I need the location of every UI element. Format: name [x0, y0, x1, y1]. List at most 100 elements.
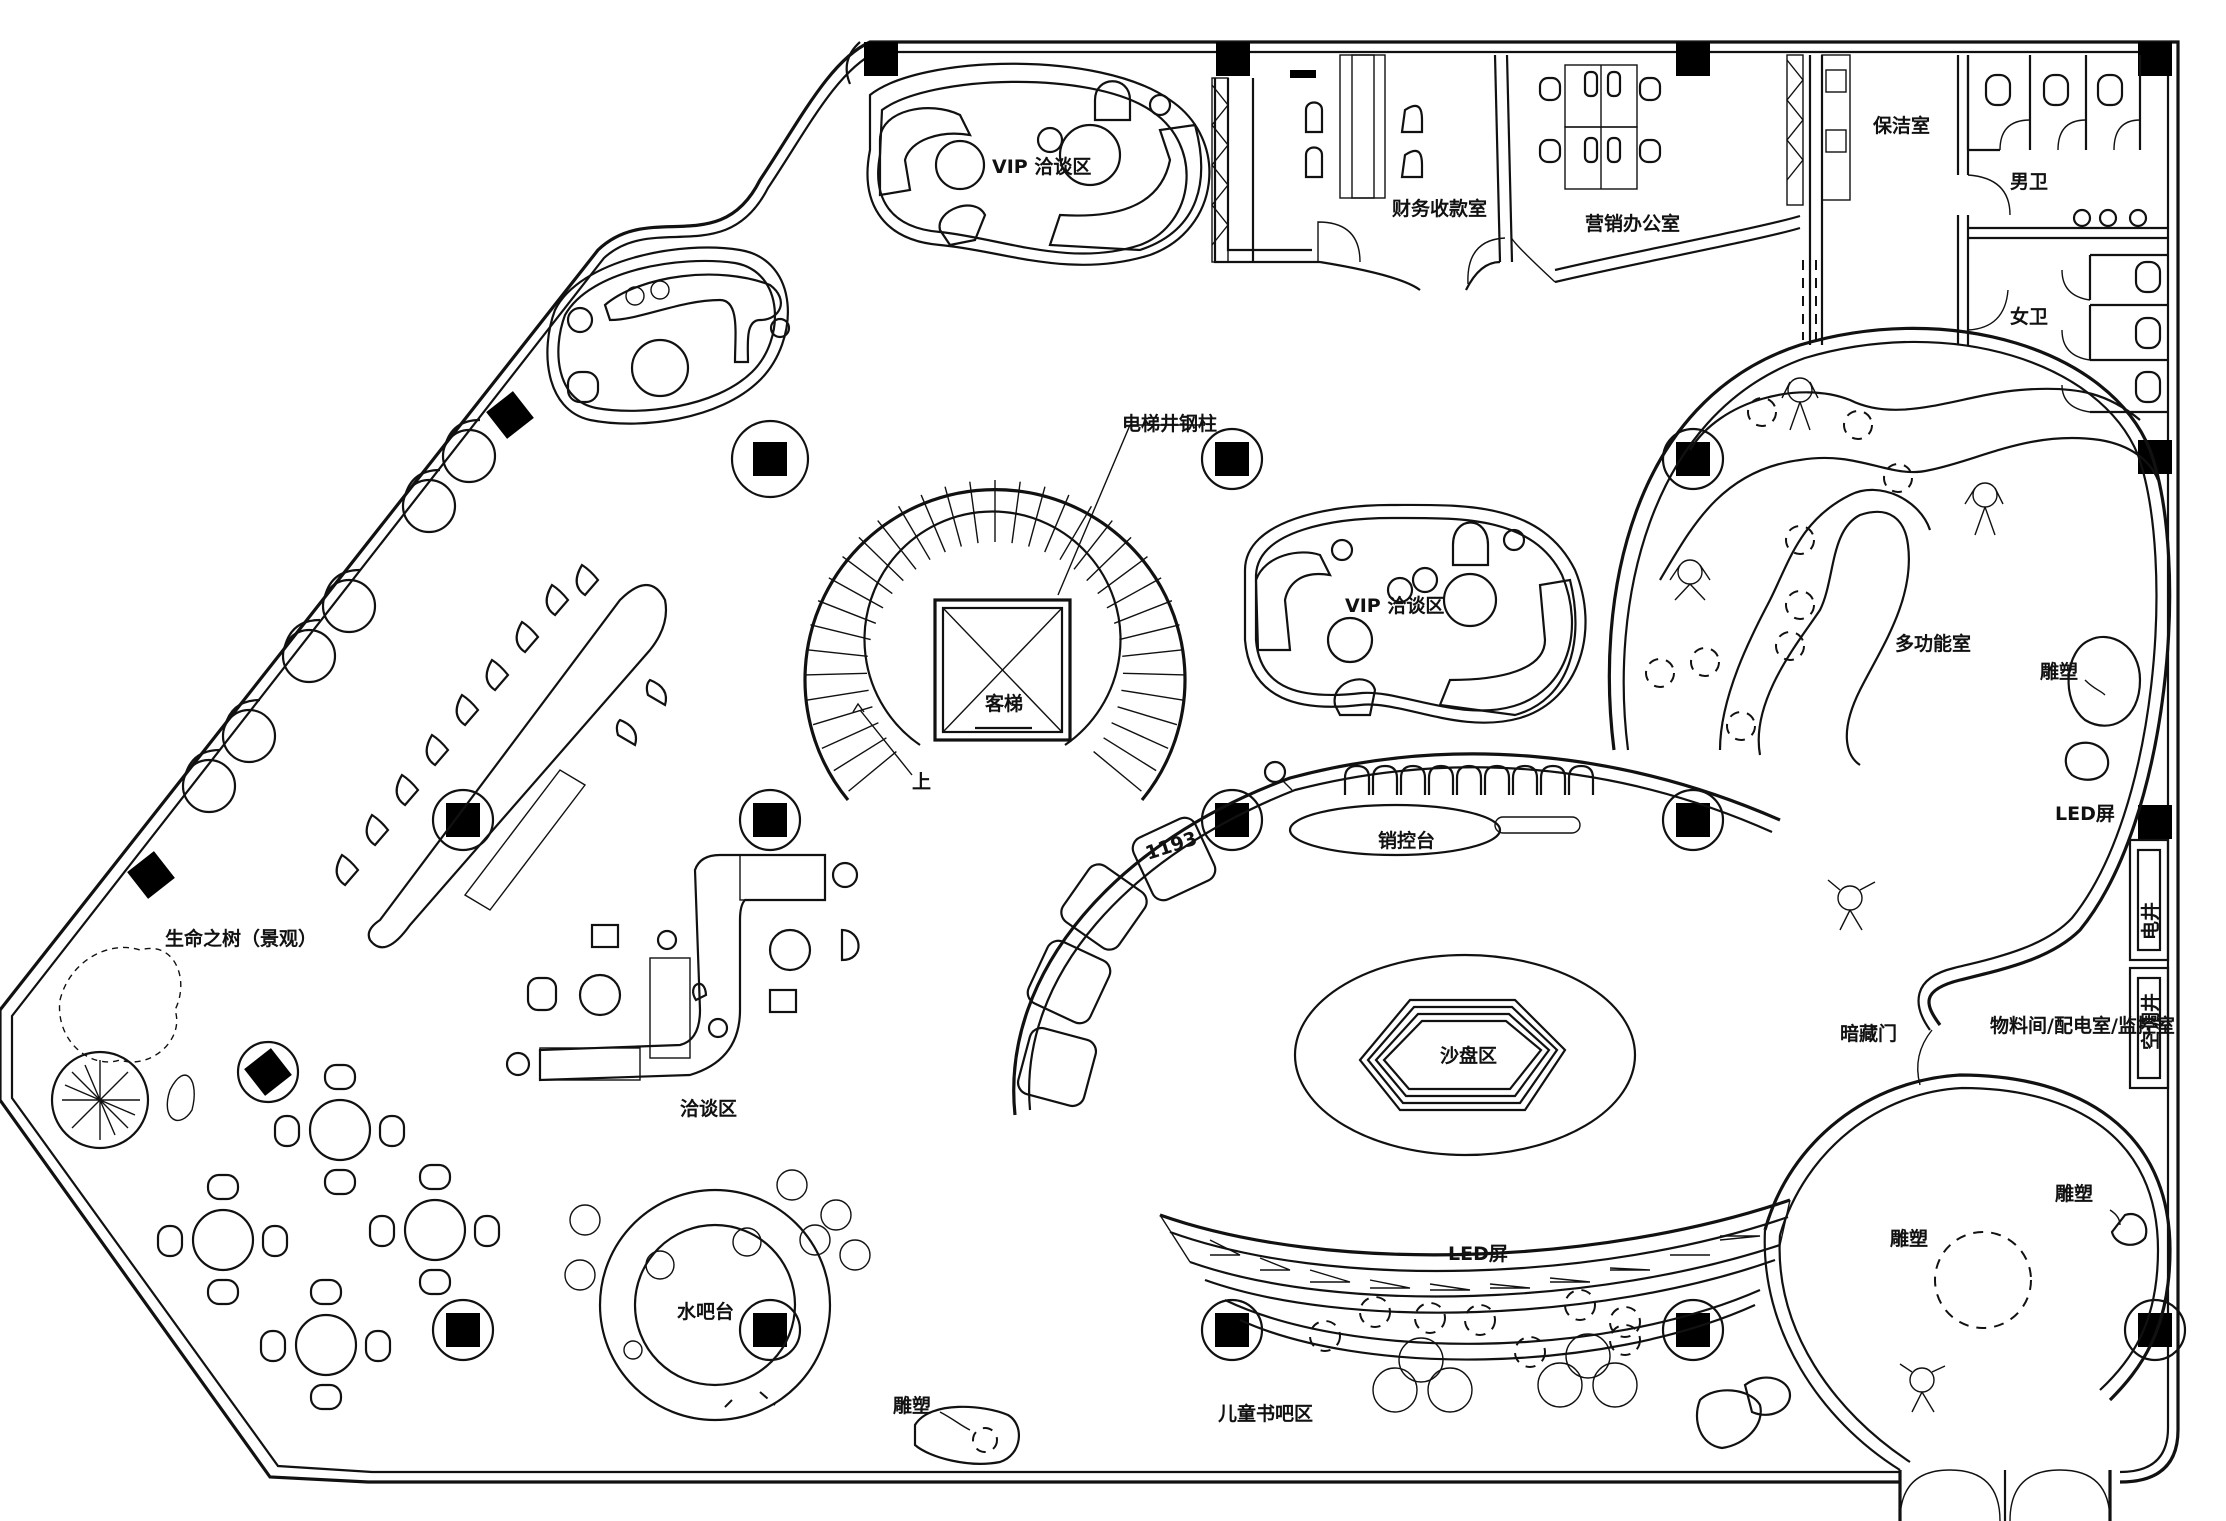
column [2138, 805, 2172, 839]
people [1827, 879, 1946, 1413]
water-bar [564, 1169, 871, 1422]
sales-desk-chair [1455, 764, 1483, 795]
shafts [2128, 838, 2170, 1090]
sales-desk [1012, 752, 1781, 1116]
stair-tread [1093, 751, 1142, 792]
sand-table [1293, 953, 1637, 1157]
label-elevator: 客梯 [985, 692, 1023, 715]
stair-tread [1117, 706, 1178, 726]
stair-tread [1044, 494, 1070, 553]
cafe-tables [156, 1063, 501, 1411]
stair-tread [842, 556, 893, 595]
stair-tread [1113, 600, 1173, 624]
sculpture-bottom [913, 1405, 1020, 1465]
stair-tread [1106, 577, 1162, 609]
stair-tread [810, 624, 871, 641]
stair-tread [1121, 689, 1183, 701]
stair-tread [1073, 520, 1113, 570]
label-multi-hall: 多功能室 [1895, 632, 1971, 655]
label-storage-room: 物料间/配电室/监控室 [1990, 1014, 2175, 1037]
children-reading-area [1159, 1198, 1791, 1413]
label-cleaning: 保洁室 [1872, 114, 1930, 137]
stair-tread [858, 536, 904, 582]
negotiation-area [505, 853, 860, 1082]
label-water-bar: 水吧台 [677, 1300, 734, 1323]
sales-desk-chair [1399, 764, 1427, 795]
label-sales-desk: 销控台 [1378, 829, 1435, 852]
stair-tread [812, 706, 873, 726]
sales-desk-chair [1539, 764, 1567, 795]
stair-tread [1111, 722, 1169, 749]
label-elevator-steel: 电梯井钢柱 [1122, 412, 1217, 435]
stair-tread [1122, 672, 1185, 676]
stair-tread [1027, 486, 1046, 547]
offices-top [1213, 54, 1801, 291]
sales-desk-chair [1567, 764, 1595, 795]
hidden-door-swing [1917, 1029, 1933, 1086]
stair-tread [1119, 624, 1180, 641]
tree-of-life [50, 946, 195, 1150]
label-led-bottom: LED屏 [1448, 1243, 1508, 1265]
column [2138, 42, 2172, 76]
stair-tread [1103, 737, 1157, 772]
entrance-rotunda [1695, 1073, 2172, 1521]
stair-tread [944, 486, 963, 547]
column [1216, 42, 1250, 76]
column [1676, 42, 1710, 76]
column [486, 391, 534, 439]
multi-function-room [1607, 326, 2172, 1031]
long-bar-table [335, 563, 668, 949]
label-sand-table: 沙盘区 [1440, 1044, 1497, 1067]
label-sculpture-br1: 雕塑 [1890, 1227, 1928, 1250]
columns [127, 42, 2187, 1362]
sales-desk-chair [1511, 764, 1539, 795]
stair-tread [821, 722, 879, 749]
label-elec-shaft: 电井 [2139, 902, 2162, 940]
glass-partition [1211, 54, 1804, 263]
stair-tread [807, 689, 869, 701]
label-hidden-door: 暗藏门 [1840, 1022, 1897, 1045]
stair-tread [1122, 648, 1184, 658]
stair-tread [848, 751, 897, 792]
label-female-wc: 女卫 [2010, 305, 2048, 328]
label-negotiation: 洽谈区 [680, 1097, 737, 1120]
wc-area [1802, 54, 2168, 414]
column [127, 851, 175, 899]
stair-tread [877, 520, 917, 570]
outer-wall [0, 40, 2180, 1484]
label-sculpture-bottom: 雕塑 [893, 1394, 931, 1417]
spiral-stair [803, 480, 1187, 802]
stair-tread [897, 505, 931, 561]
window-chairs [181, 418, 497, 814]
label-led-right: LED屏 [2055, 803, 2115, 825]
label-stair-up: 上 [912, 771, 931, 793]
label-sculpture-right: 雕塑 [2040, 660, 2078, 683]
vip-lounge-top [866, 62, 1211, 266]
stair-tread [817, 600, 877, 624]
stair-tread [833, 737, 887, 772]
sales-desk-chair [1483, 764, 1511, 795]
label-vip-mid: VIP 洽谈区 [1345, 594, 1444, 617]
stair-tread [805, 672, 868, 676]
label-hvac-shaft: 空调井 [2139, 993, 2162, 1050]
bar-lounge-island [546, 246, 791, 425]
label-children-area: 儿童书吧区 [1217, 1402, 1313, 1425]
label-sculpture-br2: 雕塑 [2055, 1182, 2093, 1205]
label-sales-office: 营销办公室 [1585, 212, 1680, 235]
stair-tread [806, 648, 868, 658]
sales-desk-chair [1371, 764, 1399, 795]
stair-tread [920, 494, 946, 553]
stair-tread [969, 481, 979, 544]
stair-tread [1086, 536, 1132, 582]
stair-tread [1097, 556, 1148, 595]
column [864, 42, 898, 76]
vip-lounge-mid [1243, 503, 1587, 724]
label-male-wc: 男卫 [2010, 171, 2048, 193]
stair-tread [1059, 505, 1093, 561]
label-tree-of-life: 生命之树（景观） [165, 927, 317, 950]
sales-desk-chair [1343, 764, 1371, 795]
stair-tread [828, 577, 884, 609]
stair-tread [1011, 481, 1021, 544]
label-vip-top: VIP 洽谈区 [992, 155, 1091, 178]
